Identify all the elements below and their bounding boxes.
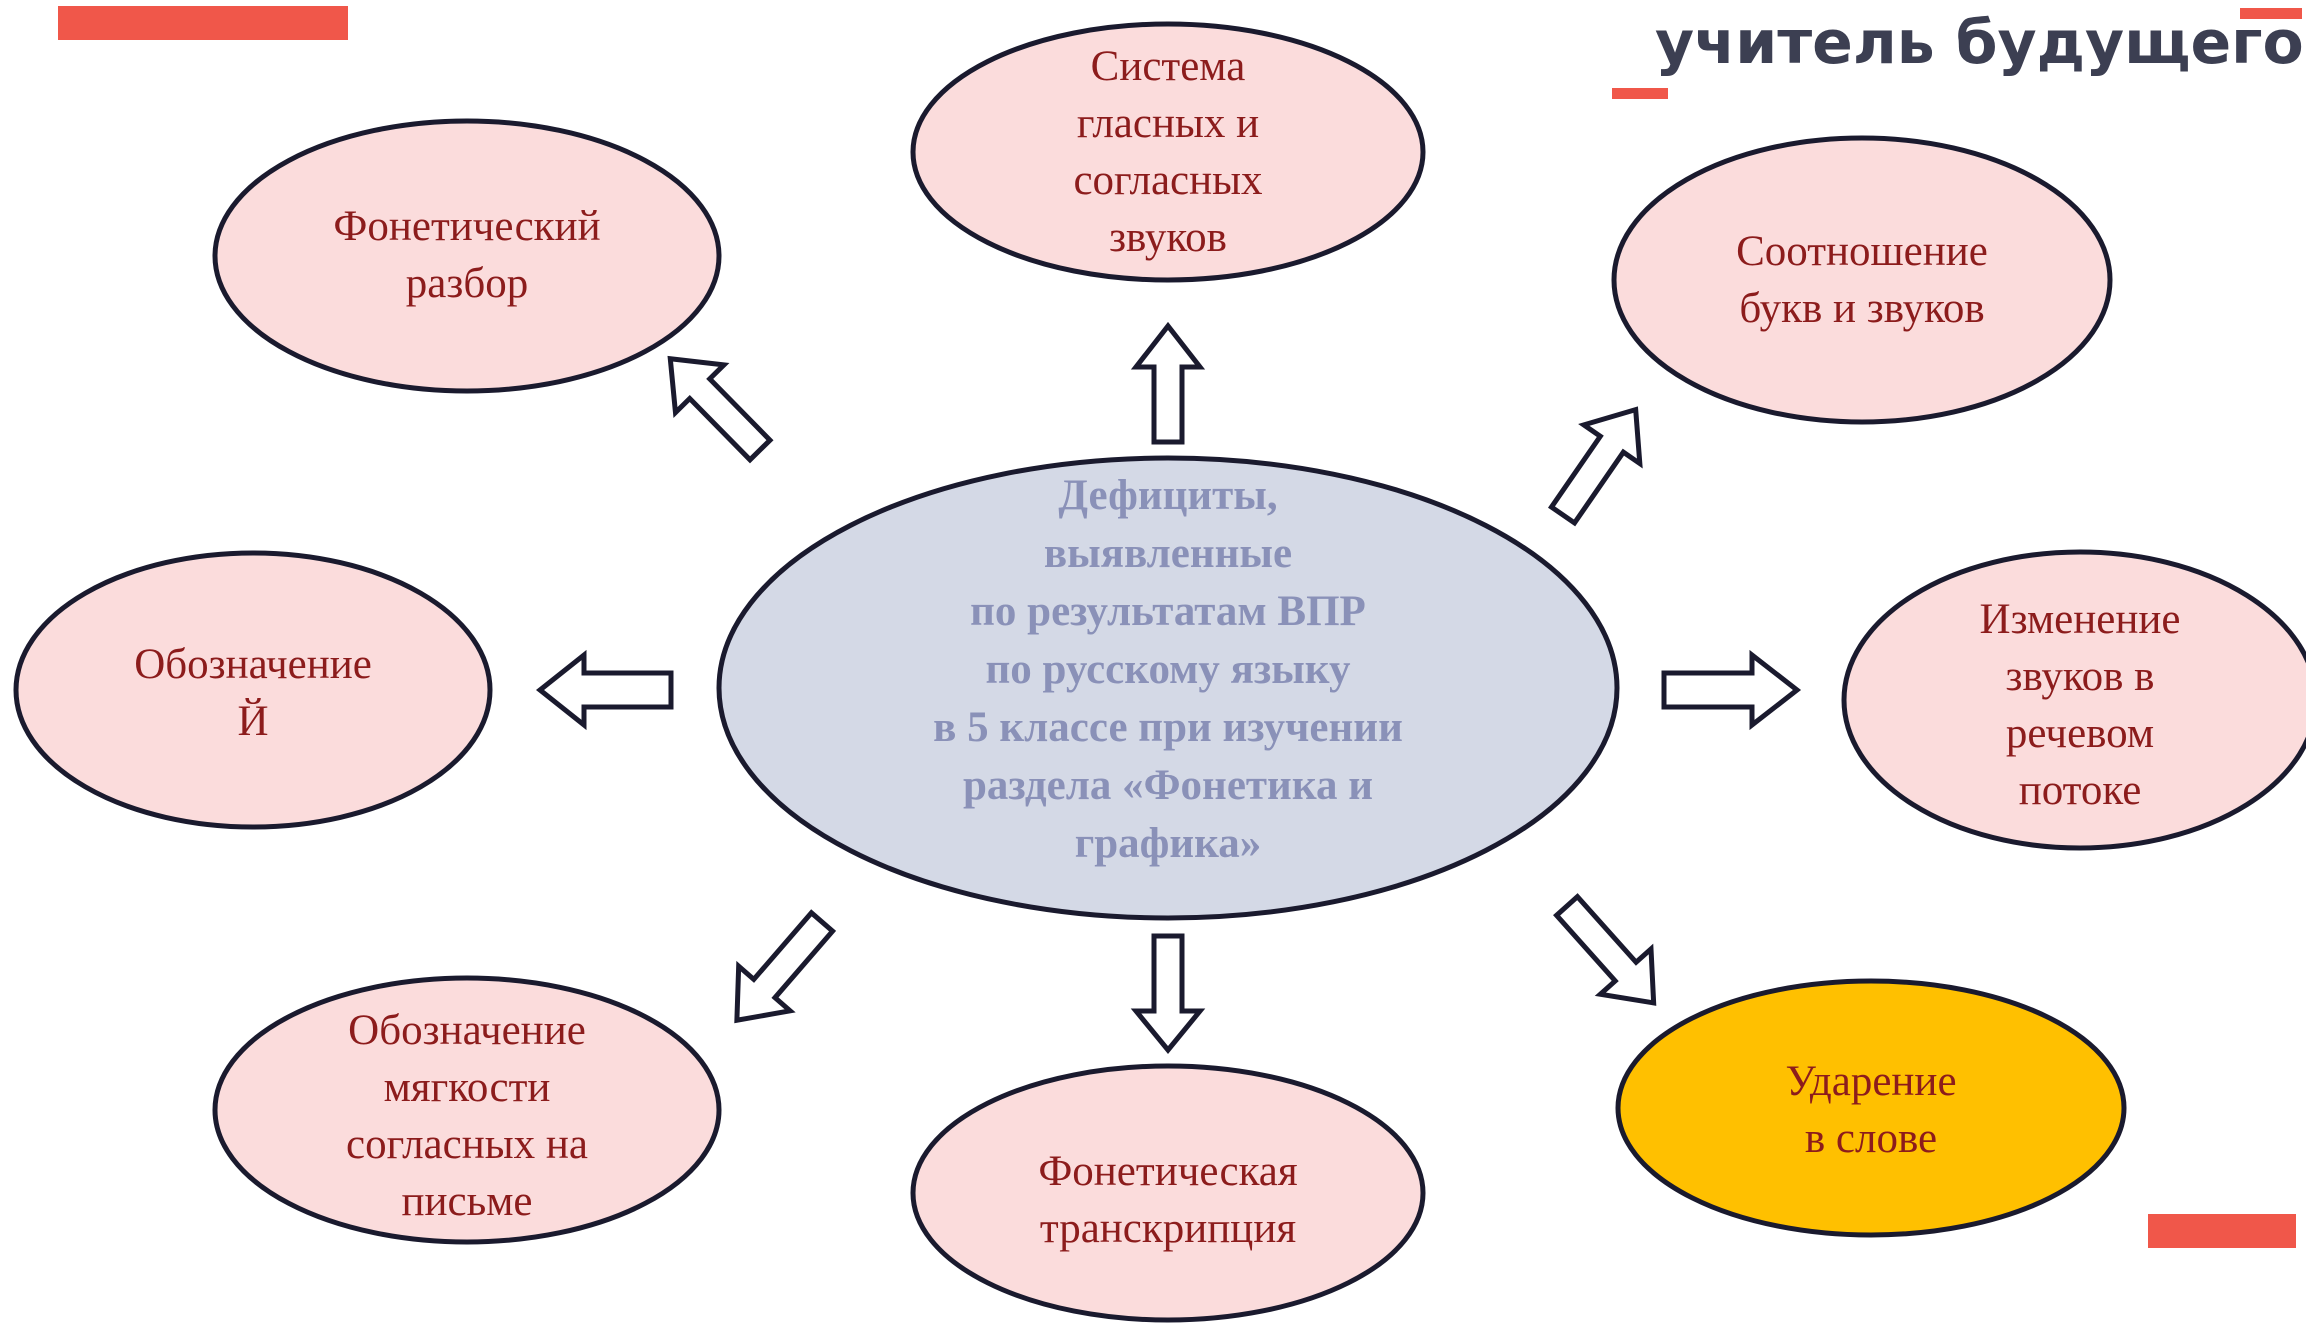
node-ellipse-top-left (212, 118, 722, 394)
node-ellipse-top-right (1611, 135, 2113, 425)
node-ellipse-bottom-right (1615, 978, 2127, 1238)
brand-logo: учитель будущего (1655, 8, 2304, 78)
arrow-down (1130, 933, 1206, 1054)
arrow-down-left (734, 909, 837, 1024)
node-bottom-left: Обозначение мягкости согласных на письме (215, 996, 719, 1236)
arrow-right (1661, 649, 1802, 731)
accent-bar-bottom-right (2148, 1214, 2296, 1248)
node-right-label: Изменение звуков в речевом потоке (1979, 596, 2181, 814)
arrow-down-right (1553, 893, 1657, 1006)
node-left-label: Обозначение Й (134, 641, 372, 745)
node-left: Обозначение Й (16, 568, 490, 818)
node-right: Изменение звуков в речевом потоке (1844, 570, 2306, 840)
center-label: Дефициты, выявленные по результатам ВПР … (933, 472, 1403, 867)
node-bottom-right-label: Ударение в слове (1785, 1058, 1957, 1162)
node-top-right-label: Соотношение букв и звуков (1736, 228, 1988, 332)
arrow-left (535, 649, 674, 731)
node-ellipse-bottom-left (212, 975, 722, 1245)
node-ellipse-right (1841, 549, 2306, 851)
arrow-up-left (667, 355, 774, 464)
node-bottom: Фонетическая транскрипция (913, 1080, 1423, 1320)
node-top-left: Фонетический разбор (215, 130, 719, 380)
arrow-up (1130, 321, 1206, 445)
accent-bar-top-left (58, 6, 348, 40)
node-top-left-label: Фонетический разбор (333, 203, 601, 307)
node-top-label: Система гласных и согласных звуков (1073, 43, 1263, 261)
arrow-up-right (1547, 406, 1643, 527)
node-ellipse-bottom (910, 1063, 1426, 1323)
node-top: Система гласных и согласных звуков (913, 32, 1423, 272)
node-ellipse-left (13, 550, 493, 830)
node-ellipse-top (910, 21, 1426, 283)
node-bottom-label: Фонетическая транскрипция (1038, 1148, 1298, 1252)
center-node: Дефициты, выявленные по результатам ВПР … (770, 460, 1566, 880)
node-bottom-right: Ударение в слове (1618, 990, 2124, 1230)
accent-bar-logo-left (1612, 88, 1668, 99)
node-top-right: Соотношение букв и звуков (1614, 150, 2110, 410)
node-bottom-left-label: Обозначение мягкости согласных на письме (346, 1007, 588, 1225)
center-ellipse (716, 455, 1620, 921)
accent-bar-logo-right (2240, 8, 2302, 19)
